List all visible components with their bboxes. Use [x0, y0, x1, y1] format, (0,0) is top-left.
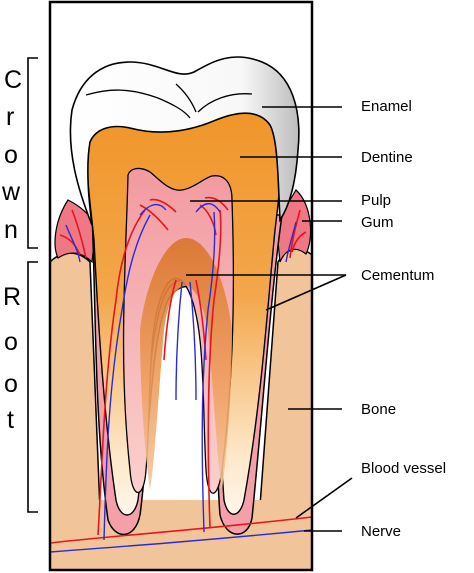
crown-letter: o	[4, 141, 18, 169]
crown-letter: w	[1, 178, 21, 206]
label-enamel: Enamel	[361, 98, 412, 115]
leader-lines	[186, 106, 353, 532]
crown-side-label: C r o w n	[1, 66, 22, 244]
root-letter: t	[7, 406, 14, 434]
label-dentine: Dentine	[361, 149, 413, 166]
pulp-region	[122, 167, 235, 494]
label-gum: Gum	[361, 214, 394, 231]
root-letter: o	[4, 370, 18, 398]
root-side-label: R o o t	[3, 283, 21, 434]
root-letter: o	[4, 328, 18, 356]
label-pulp: Pulp	[361, 192, 391, 209]
dentine-region	[86, 111, 282, 516]
enamel-fissure	[85, 83, 253, 119]
enamel-crown	[69, 56, 300, 226]
label-blood-vessel: Blood vessel	[361, 460, 446, 477]
crown-letter: C	[4, 66, 22, 94]
root-bracket	[27, 261, 38, 513]
label-cementum: Cementum	[361, 267, 434, 284]
blood-vessels	[50, 196, 312, 544]
crown-letter: n	[4, 216, 18, 244]
root-letter: R	[3, 283, 21, 311]
diagram-illustration	[50, 56, 312, 570]
crown-bracket	[27, 57, 38, 249]
nerves	[50, 203, 312, 553]
diagram-frame	[48, 0, 314, 572]
label-nerve: Nerve	[361, 523, 401, 540]
label-bone: Bone	[361, 401, 396, 418]
crown-letter: r	[6, 103, 14, 131]
